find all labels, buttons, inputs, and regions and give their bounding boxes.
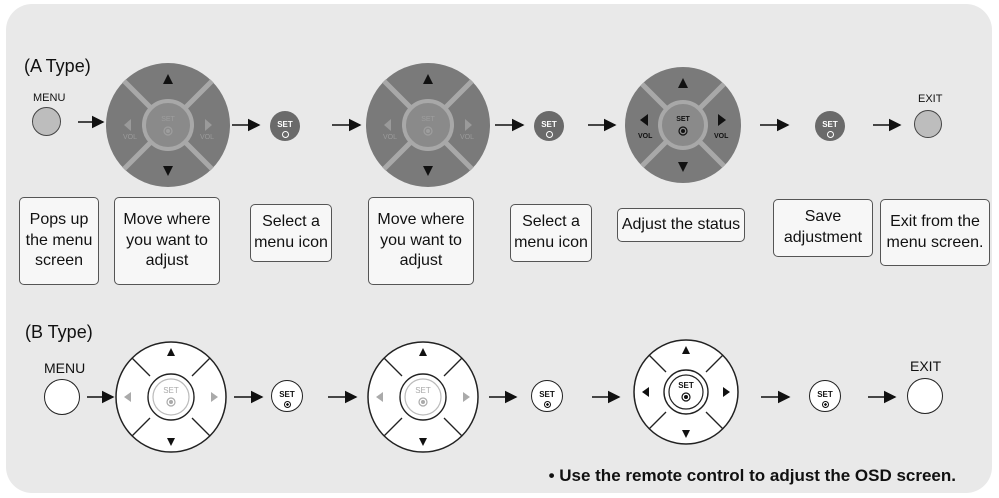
type-a-exit-button[interactable] — [914, 110, 942, 138]
svg-text:VOL: VOL — [383, 134, 397, 141]
svg-text:SET: SET — [676, 116, 690, 123]
type-a-menu-label: MENU — [33, 92, 66, 104]
type-b-title: (B Type) — [25, 322, 93, 342]
type-b-set-button-1[interactable]: SET — [271, 380, 303, 412]
set-dot-icon — [826, 131, 834, 138]
type-b-exit-label: EXIT — [910, 358, 942, 374]
type-b-menu-label: MENU — [44, 360, 86, 376]
type-a-set-button-2[interactable]: SET — [534, 111, 564, 141]
set-label: SET — [279, 390, 295, 399]
type-b-nav-pad-3[interactable]: SET — [633, 339, 739, 445]
svg-text:SET: SET — [161, 116, 175, 123]
type-a-nav-pad-1[interactable]: VOL VOL SET — [106, 63, 230, 187]
svg-text:SET: SET — [163, 386, 179, 395]
set-dot-icon — [543, 401, 551, 408]
type-b-nav-pad-2[interactable]: SET — [367, 341, 479, 453]
type-b-menu-button[interactable] — [44, 379, 80, 415]
set-label: SET — [277, 120, 293, 129]
type-a-menu-button[interactable] — [32, 107, 61, 136]
type-a-nav-pad-3[interactable]: VOL VOL SET — [625, 67, 741, 183]
desc-move-where-1: Move where you want to adjust — [114, 197, 220, 285]
type-a-exit-label: EXIT — [918, 93, 943, 105]
set-dot-icon — [545, 131, 553, 138]
type-b-nav-pad-1[interactable]: SET — [114, 341, 229, 453]
desc-select-menu-icon-1: Select a menu icon — [250, 204, 332, 262]
svg-text:VOL: VOL — [123, 134, 137, 141]
type-b-set-button-2[interactable]: SET — [531, 380, 563, 412]
desc-exit-menu: Exit from the menu screen. — [880, 199, 990, 266]
type-a-set-button-1[interactable]: SET — [270, 111, 300, 141]
svg-text:SET: SET — [421, 116, 435, 123]
type-a-set-button-3[interactable]: SET — [815, 111, 845, 141]
set-dot-icon — [281, 131, 289, 138]
remote-control-note: • Use the remote control to adjust the O… — [548, 466, 956, 485]
set-label: SET — [817, 390, 833, 399]
set-dot-icon — [283, 401, 291, 408]
svg-text:SET: SET — [678, 381, 694, 390]
desc-adjust-status: Adjust the status — [617, 208, 745, 242]
set-dot-icon — [821, 401, 829, 408]
desc-move-where-2: Move where you want to adjust — [368, 197, 474, 285]
svg-text:SET: SET — [415, 386, 431, 395]
desc-pops-up-menu: Pops up the menu screen — [19, 197, 99, 285]
set-label: SET — [822, 120, 838, 129]
desc-select-menu-icon-2: Select a menu icon — [510, 204, 592, 262]
svg-text:VOL: VOL — [714, 133, 729, 140]
set-label: SET — [539, 390, 555, 399]
desc-save-adjustment: Save adjustment — [773, 199, 873, 257]
set-label: SET — [541, 120, 557, 129]
type-b-set-button-3[interactable]: SET — [809, 380, 841, 412]
type-a-title: (A Type) — [24, 56, 91, 76]
svg-text:VOL: VOL — [638, 133, 653, 140]
type-b-exit-button[interactable] — [907, 378, 943, 414]
type-a-nav-pad-2[interactable]: VOL VOL SET — [366, 63, 490, 187]
svg-text:VOL: VOL — [460, 134, 474, 141]
svg-text:VOL: VOL — [200, 134, 214, 141]
